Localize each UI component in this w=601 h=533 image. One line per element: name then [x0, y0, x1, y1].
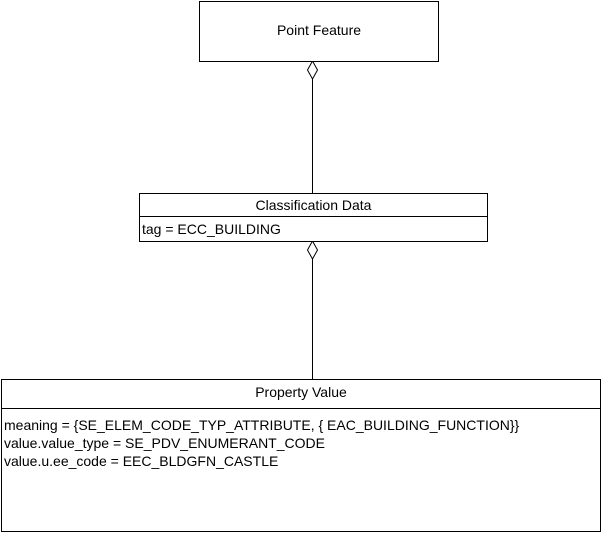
aggregation-connector-1 [306, 59, 319, 193]
aggregation-diamond-icon [306, 239, 319, 261]
attribute: meaning = {SE_ELEM_CODE_TYP_ATTRIBUTE, {… [4, 417, 520, 433]
attribute: value.value_type = SE_PDV_ENUMERANT_CODE [4, 435, 325, 451]
attribute: value.u.ee_code = EEC_BLDGFN_CASTLE [4, 453, 279, 469]
class-attributes: meaning = {SE_ELEM_CODE_TYP_ATTRIBUTE, {… [2, 409, 600, 470]
class-name: Classification Data [140, 194, 487, 217]
class-point-feature[interactable]: Point Feature [199, 1, 439, 62]
class-classification-data[interactable]: Classification Data tag = ECC_BUILDING [139, 193, 488, 242]
aggregation-diamond-icon [306, 59, 319, 81]
class-attributes: tag = ECC_BUILDING [140, 217, 487, 238]
class-property-value[interactable]: Property Value meaning = {SE_ELEM_CODE_T… [1, 379, 601, 532]
aggregation-connector-2 [306, 239, 319, 379]
class-name: Property Value [2, 380, 600, 409]
class-name: Point Feature [276, 22, 362, 38]
attribute: tag = ECC_BUILDING [142, 221, 281, 237]
